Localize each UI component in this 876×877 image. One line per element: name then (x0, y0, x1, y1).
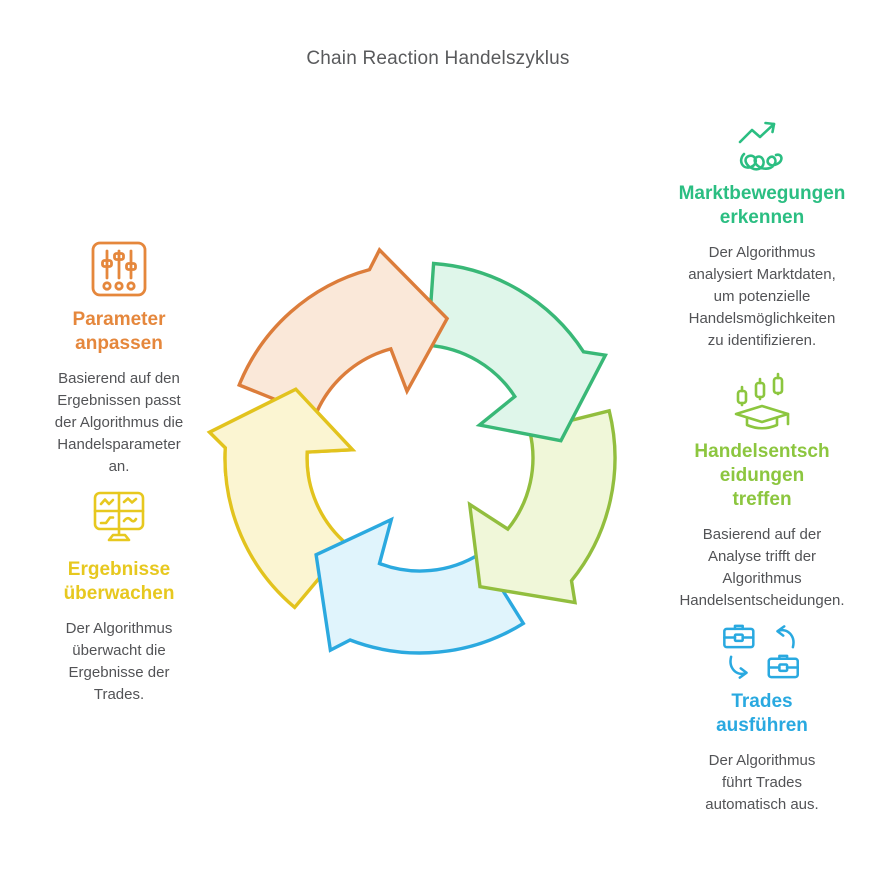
section-adjust: Parameter anpassen Basierend auf den Erg… (34, 240, 204, 478)
cycle-arrow-execute (314, 516, 526, 655)
section-monitor: Ergebnisse überwachen Der Algorithmus üb… (34, 490, 204, 706)
section-heading: Ergebnisse überwachen (63, 559, 175, 604)
briefcase-swap-icon (723, 624, 801, 680)
candles-graduation-cap-icon (734, 370, 790, 430)
section-body: Basierend auf der Analyse trifft der Alg… (679, 525, 845, 609)
section-heading: Parameter anpassen (72, 309, 166, 354)
section-body: Der Algorithmus überwacht die Ergebnisse… (65, 619, 173, 704)
cycle-arrow-monitor (206, 387, 357, 476)
sliders-panel-icon (90, 240, 148, 298)
cycle-arrow-adjust (236, 247, 450, 418)
market-trend-icon (732, 120, 792, 172)
cycle-arrow-detect (426, 261, 609, 443)
cycle-arrow-decide (467, 408, 617, 605)
page-title: Chain Reaction Handelszyklus (306, 48, 570, 69)
section-heading: Trades ausführen (716, 691, 808, 736)
section-body: Der Algorithmus analysiert Marktdaten, u… (688, 243, 836, 350)
section-detect: Marktbewegungen erkennen Der Algorithmus… (664, 120, 860, 352)
section-body: Der Algorithmus führt Trades automatisch… (705, 751, 819, 813)
section-execute: Trades ausführen Der Algorithmus führt T… (664, 624, 860, 816)
section-heading: Marktbewegungen erkennen (678, 183, 846, 228)
section-decide: Handelsentsch eidungen treffen Basierend… (664, 370, 860, 612)
section-body: Basierend auf den Ergebnissen passt der … (54, 369, 184, 476)
section-heading: Handelsentsch eidungen treffen (694, 441, 830, 510)
monitor-charts-icon (92, 490, 146, 548)
cycle-diagram (206, 247, 617, 655)
